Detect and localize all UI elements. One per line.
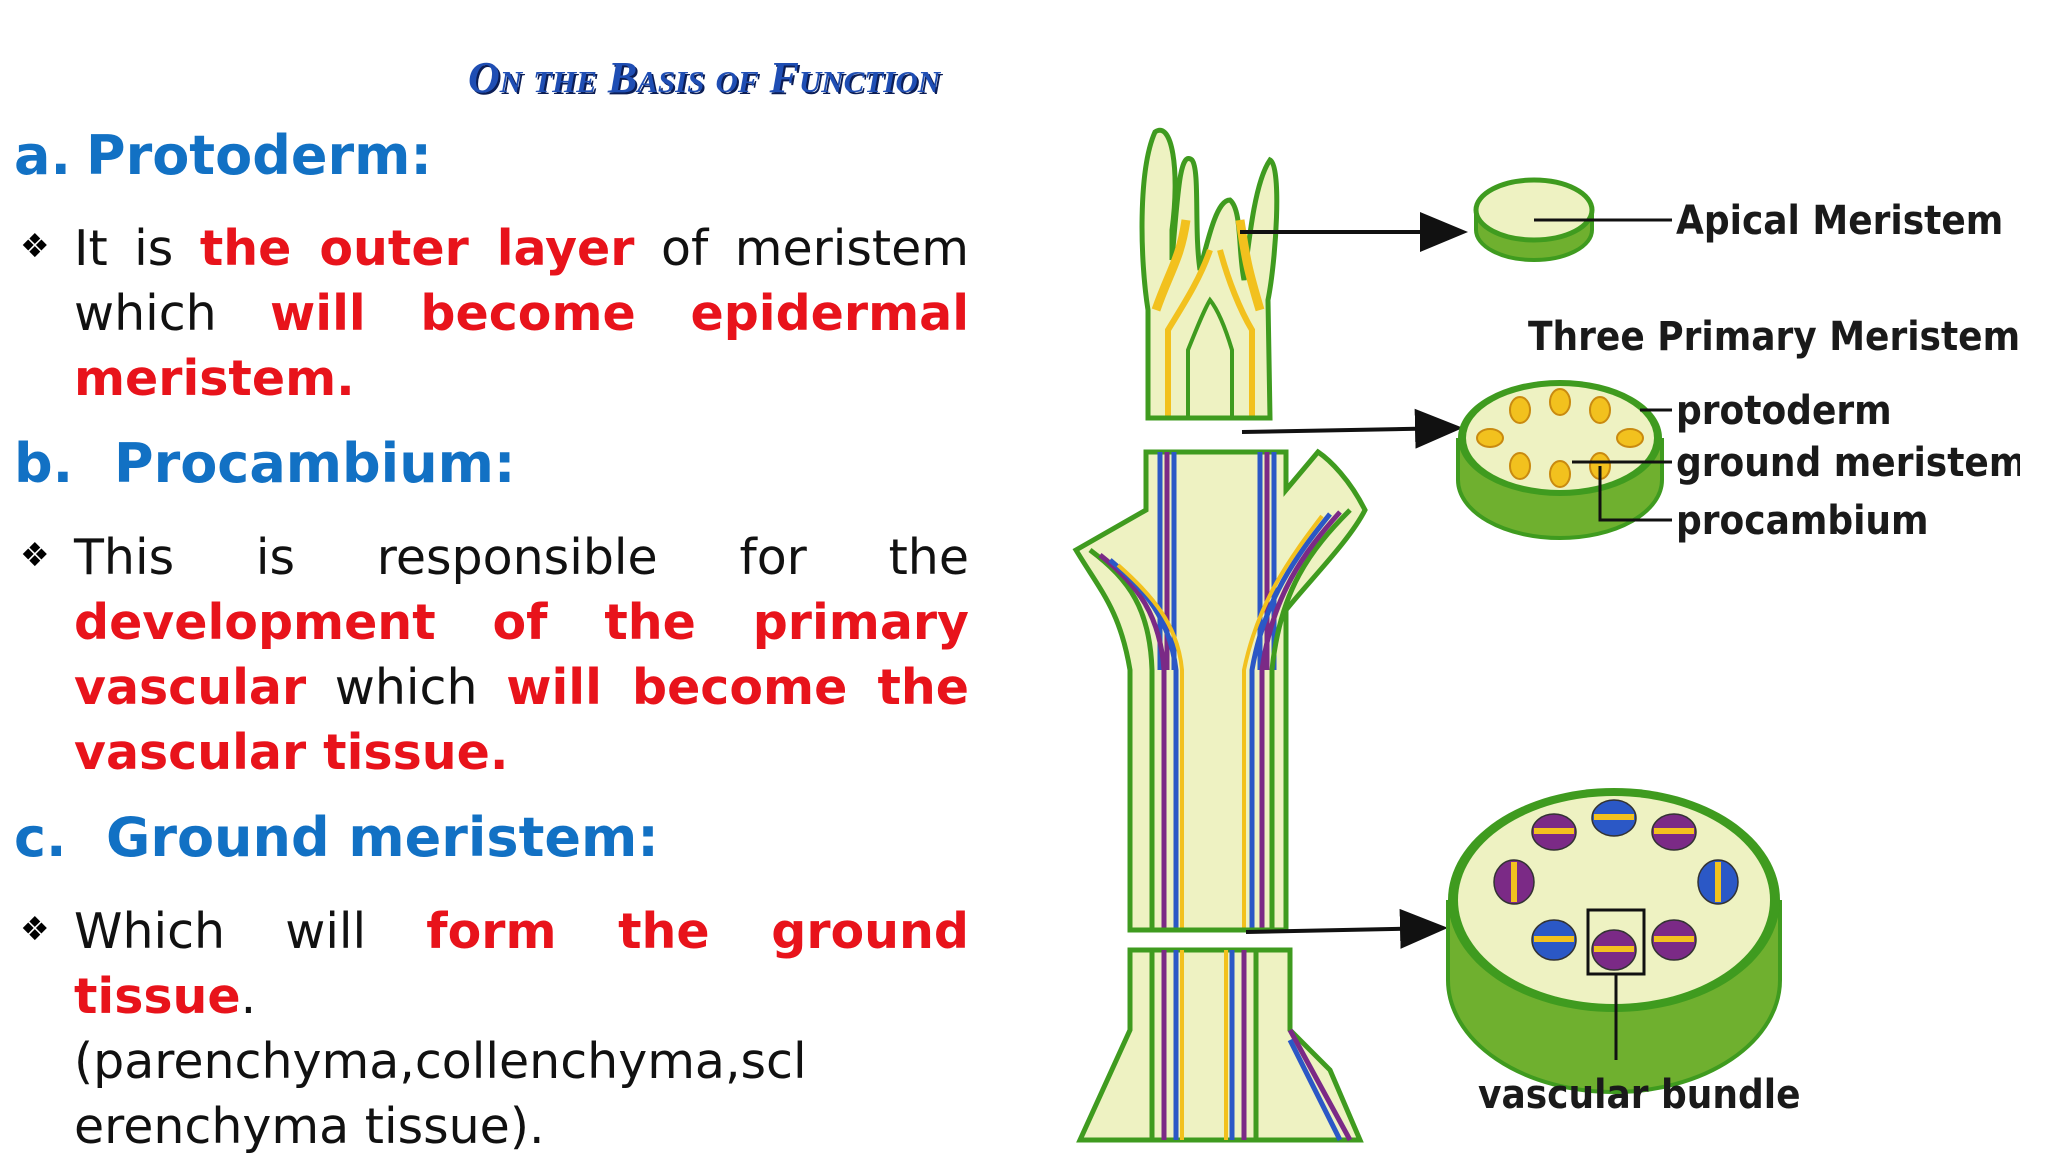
paragraph-ground-meristem: Which will form the ground tissue.(paren… — [74, 899, 969, 1159]
heading-text: Ground meristem: — [106, 806, 659, 869]
text-segment: This is responsible for the — [74, 529, 969, 586]
text-segment: which — [306, 659, 507, 716]
meristem-diagram: Apical Meristem Three Primary Meristems:… — [1072, 127, 2020, 1143]
primary-meristem-disc — [1456, 380, 1664, 540]
label-three-primary: Three Primary Meristems: — [1528, 314, 2020, 360]
heading-letter: a. — [14, 124, 71, 187]
stem-bottom-illustration — [1076, 947, 1364, 1143]
shoot-tip-illustration — [1139, 127, 1280, 421]
emphasis-segment: form the ground tissue — [74, 903, 970, 1025]
emphasis-segment: development of the primary vascular — [74, 594, 969, 716]
label-ground-meristem: ground meristem — [1676, 440, 2020, 486]
arrow-vascular — [1245, 908, 1448, 949]
text-segment: Which will — [74, 903, 427, 960]
emphasis-segment: the outer layer — [199, 220, 635, 277]
paragraph-protoderm: It is the outer layer of meristem which … — [74, 216, 969, 411]
heading-text: Procambium: — [114, 432, 516, 495]
heading-letter: b. — [14, 432, 74, 495]
heading-ground-meristem: c. Ground meristem: — [14, 806, 659, 869]
emphasis-segment: will become epidermal meristem. — [74, 285, 969, 407]
bullet-icon: ❖ — [20, 535, 50, 574]
paragraph-procambium: This is responsible for the development … — [74, 525, 969, 785]
heading-protoderm: a.Protoderm: — [14, 124, 432, 187]
label-procambium: procambium — [1676, 498, 1929, 544]
apical-disc — [1473, 177, 1595, 262]
stem-middle-illustration — [1072, 448, 1368, 933]
arrow-primary — [1241, 408, 1463, 449]
label-vascular-bundle: vascular bundle — [1478, 1072, 1801, 1118]
vascular-bundle-disc — [1446, 788, 1782, 1094]
heading-procambium: b. Procambium: — [14, 432, 516, 495]
emphasis-segment: will become the vascular tissue. — [74, 659, 969, 781]
heading-text: Protoderm: — [86, 124, 432, 187]
heading-letter: c. — [14, 806, 67, 869]
label-protoderm: protoderm — [1676, 388, 1892, 434]
text-segment: of meristem which — [74, 220, 969, 342]
label-apical-meristem: Apical Meristem — [1676, 198, 2003, 244]
bullet-icon: ❖ — [20, 226, 50, 265]
text-segment: .(parenchyma,collenchyma,scl erenchyma t… — [74, 968, 807, 1155]
slide-title: On the Basis of Function — [468, 53, 941, 102]
text-segment: It is — [74, 220, 200, 277]
bullet-icon: ❖ — [20, 909, 50, 948]
